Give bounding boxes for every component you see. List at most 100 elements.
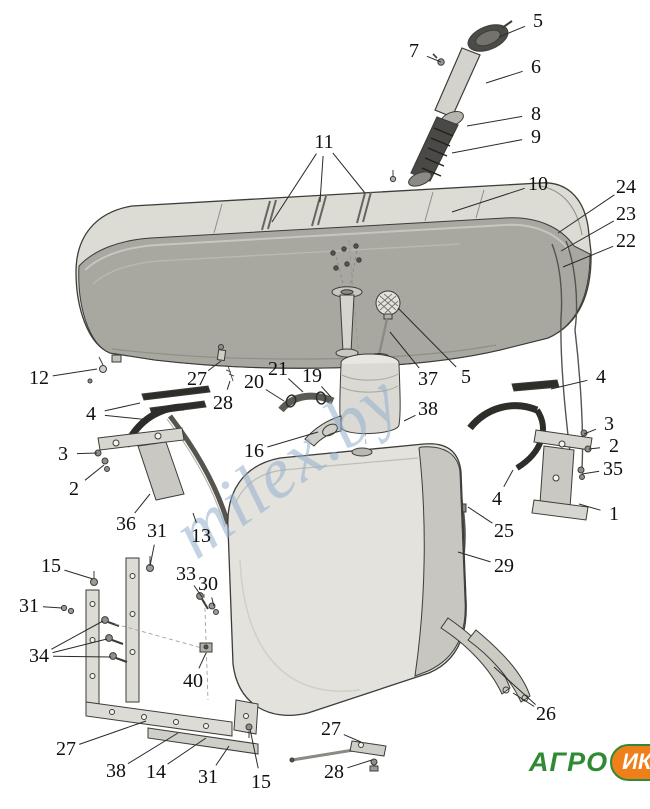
leader-line [287, 378, 304, 393]
callout-27: 27 [321, 718, 341, 740]
leader-line [167, 737, 207, 765]
callout-38: 38 [418, 398, 438, 420]
leader-line [550, 379, 588, 390]
leader-line [485, 70, 523, 84]
callout-9: 9 [531, 126, 541, 148]
leader-line [581, 470, 600, 475]
callout-36: 36 [116, 513, 136, 535]
callout-19: 19 [302, 365, 322, 387]
callout-20: 20 [244, 371, 264, 393]
callout-4: 4 [596, 366, 606, 388]
leader-line [84, 464, 105, 481]
callout-6: 6 [531, 56, 541, 78]
callout-40: 40 [183, 670, 203, 692]
leader-line [503, 469, 514, 487]
leader-line [215, 745, 230, 766]
leader-line [578, 503, 601, 511]
big-fuel-tank [75, 182, 592, 469]
leader-line [265, 389, 285, 402]
callout-27: 27 [187, 368, 207, 390]
leader-line [457, 551, 491, 563]
leader-line [332, 152, 366, 194]
leader-line [51, 620, 104, 650]
leader-line [52, 655, 112, 658]
callout-3: 3 [58, 443, 68, 465]
leader-line [76, 452, 98, 455]
leader-line [583, 428, 597, 435]
leader-line [397, 307, 457, 368]
callout-14: 14 [146, 761, 166, 783]
callout-2: 2 [609, 435, 619, 457]
callout-23: 23 [616, 203, 636, 225]
leader-line [207, 360, 222, 372]
leader-line [149, 544, 155, 567]
leader-line [321, 386, 332, 398]
callout-5: 5 [533, 10, 543, 32]
callout-7: 7 [409, 40, 419, 62]
callout-26: 26 [536, 703, 556, 725]
leader-line [271, 153, 317, 223]
callout-21: 21 [268, 358, 288, 380]
callout-37: 37 [418, 368, 438, 390]
leader-line [319, 155, 324, 203]
callout-28: 28 [324, 761, 344, 783]
callout-28: 28 [213, 392, 233, 414]
callout-33: 33 [176, 563, 196, 585]
filler-flange-and-fuel-sender [304, 239, 401, 447]
leader-line [104, 402, 141, 412]
leader-line [211, 597, 215, 607]
callout-16: 16 [244, 440, 264, 462]
filler-neck-assembly [389, 20, 513, 187]
leader-line [226, 380, 231, 390]
leader-line [451, 187, 525, 213]
leader-line [403, 414, 416, 422]
callout-2: 2 [69, 478, 79, 500]
callout-27: 27 [56, 738, 76, 760]
callout-15: 15 [41, 555, 61, 577]
leader-line [347, 759, 373, 769]
callout-31: 31 [198, 766, 218, 788]
leader-line [193, 585, 203, 598]
leader-line [389, 331, 420, 369]
leader-line [343, 734, 362, 743]
leader-line [562, 245, 614, 268]
leader-line [498, 25, 526, 38]
leader-line [192, 512, 197, 523]
callout-11: 11 [314, 131, 333, 153]
brand-logo-agro: АГРО [529, 747, 609, 777]
leader-line [426, 55, 442, 63]
callout-3: 3 [604, 413, 614, 435]
leader-line [588, 447, 601, 450]
callout-10: 10 [528, 173, 548, 195]
leader-line [249, 728, 259, 769]
callout-31: 31 [19, 595, 39, 617]
callout-29: 29 [494, 555, 514, 577]
leader-line [64, 569, 94, 580]
callout-35: 35 [603, 458, 623, 480]
leader-line [557, 194, 615, 234]
mounting-frame [60, 556, 259, 755]
leader-line [134, 493, 151, 514]
callout-24: 24 [616, 176, 636, 198]
leader-line [52, 368, 98, 377]
callout-25: 25 [494, 520, 514, 542]
leader-line [267, 431, 319, 448]
brand-logo: АГРО ИКА [529, 744, 650, 781]
fastener-kit-bottom [289, 740, 387, 772]
callout-30: 30 [198, 573, 218, 595]
small-fuel-tank [227, 443, 467, 716]
brand-logo-ika: ИКА [610, 744, 650, 781]
callout-4: 4 [86, 403, 96, 425]
callout-15: 15 [251, 771, 271, 793]
leader-line [467, 506, 493, 524]
callout-22: 22 [616, 230, 636, 252]
callout-13: 13 [191, 525, 211, 547]
callout-8: 8 [531, 103, 541, 125]
leader-line [451, 139, 523, 154]
callout-31: 31 [147, 520, 167, 542]
callout-12: 12 [29, 367, 49, 389]
leader-line [512, 692, 535, 707]
